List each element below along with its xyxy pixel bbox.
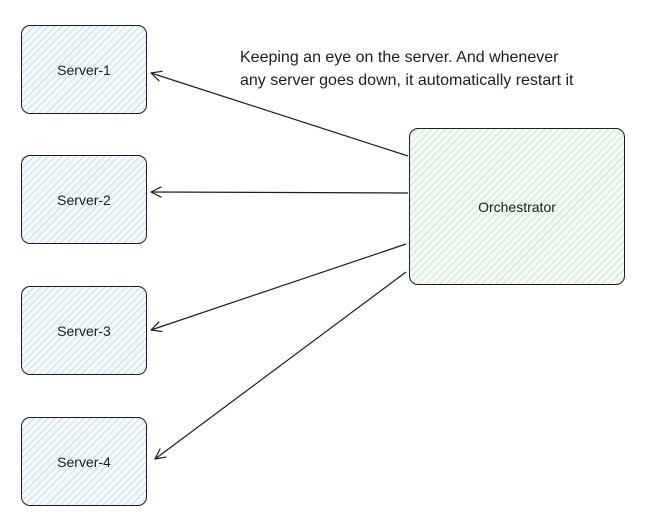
server-2-label: Server-2 xyxy=(57,191,111,208)
server-2-node[interactable]: Server-2 xyxy=(21,155,147,244)
arrow-orchestrator-to-server-1 xyxy=(150,70,409,157)
server-1-node[interactable]: Server-1 xyxy=(21,25,147,114)
server-4-node[interactable]: Server-4 xyxy=(21,417,147,506)
server-1-label: Server-1 xyxy=(57,61,111,78)
arrow-orchestrator-to-server-2 xyxy=(150,186,409,198)
server-4-label: Server-4 xyxy=(57,453,111,470)
orchestrator-node[interactable]: Orchestrator xyxy=(409,128,625,285)
orchestrator-label: Orchestrator xyxy=(478,198,556,215)
arrow-orchestrator-to-server-4 xyxy=(154,271,407,460)
annotation-line-1: Keeping an eye on the server. And whenev… xyxy=(240,49,559,66)
server-3-label: Server-3 xyxy=(57,322,111,339)
annotation-note: Keeping an eye on the server. And whenev… xyxy=(240,46,640,92)
arrow-orchestrator-to-server-3 xyxy=(150,243,407,333)
annotation-line-2: any server goes down, it automatically r… xyxy=(240,72,574,89)
server-3-node[interactable]: Server-3 xyxy=(21,286,147,375)
